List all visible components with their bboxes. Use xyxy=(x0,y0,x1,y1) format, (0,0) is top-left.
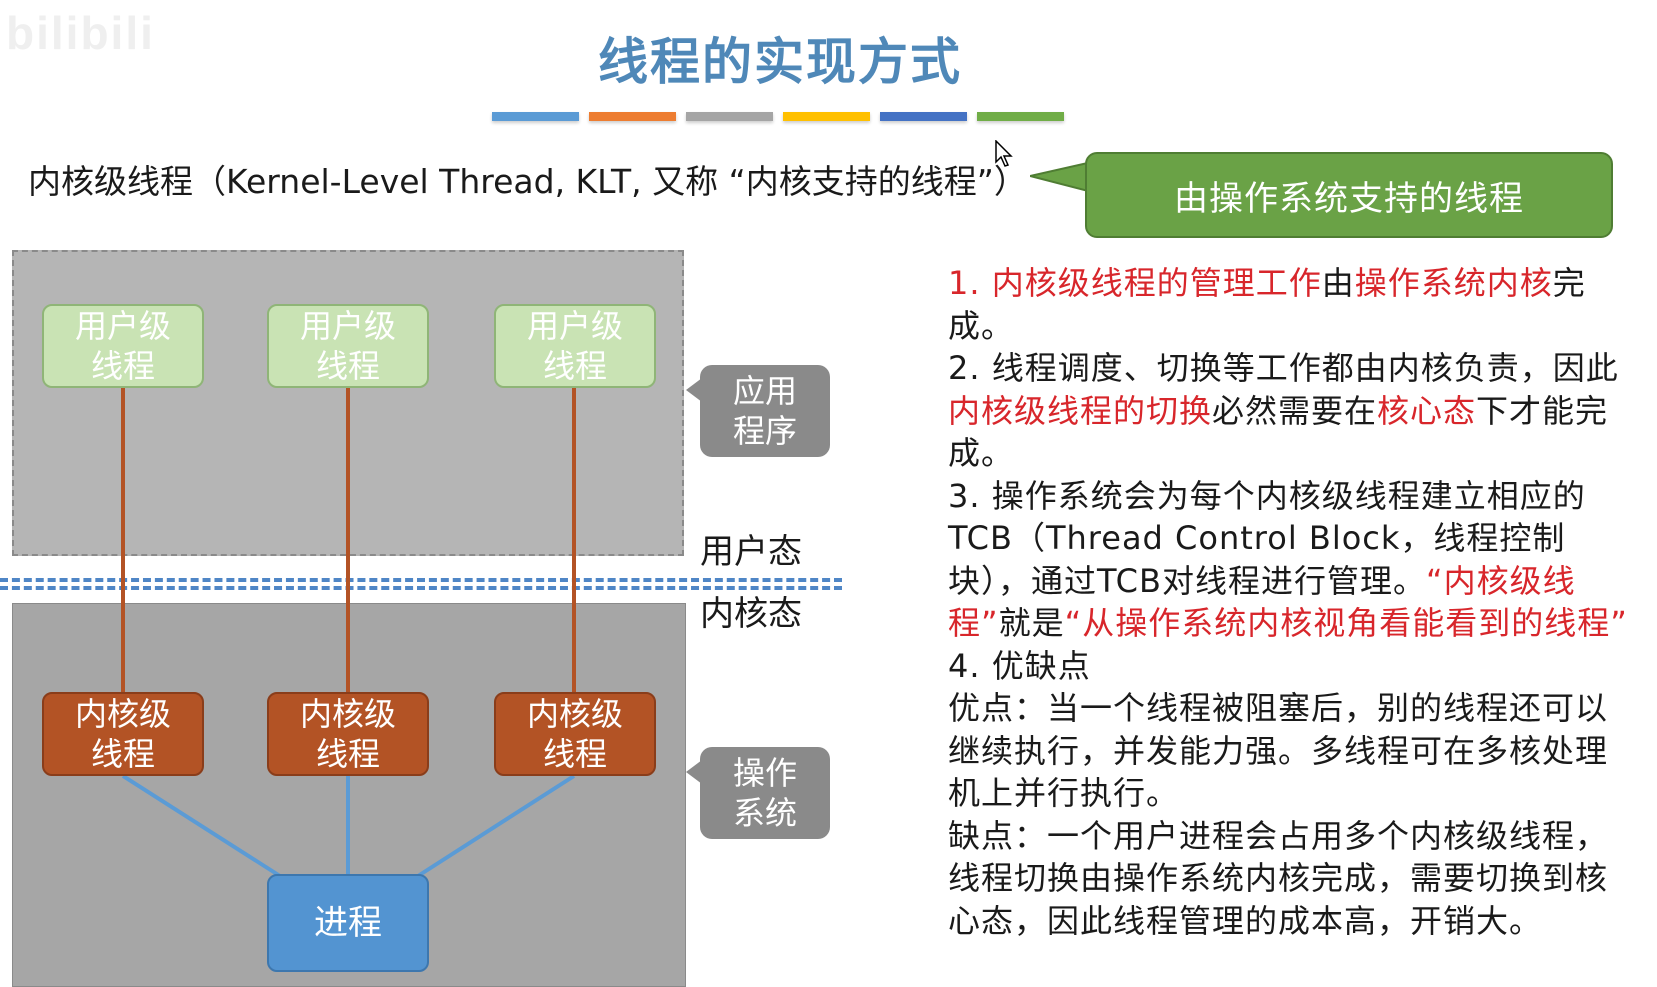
note-4: 4. 优缺点 xyxy=(948,646,1091,685)
kernel-thread-3-line2: 线程 xyxy=(542,735,607,773)
note-1: 1. 内核级线程的管理工作由操作系统内核完成。 xyxy=(948,262,1638,347)
note-disadvantages: 缺点：一个用户进程会占用多个内核级线程，线程切换由操作系统内核完成，需要切换到核… xyxy=(948,816,1609,940)
process-label: 进程 xyxy=(314,903,382,943)
note-2-text-1: 2. 线程调度、切换等工作都由内核负责，因此 xyxy=(948,349,1619,387)
kernel-thread-1-line1: 内核级 xyxy=(74,695,171,733)
diagram-links xyxy=(121,388,576,878)
callout-text: 由操作系统支持的线程 xyxy=(1174,178,1524,219)
user-thread-3-line2: 线程 xyxy=(542,347,607,385)
user-thread-2-line1: 用户级 xyxy=(299,307,396,345)
accent-bar-3 xyxy=(686,112,773,121)
callout-box: 由操作系统支持的线程 xyxy=(1085,152,1613,238)
user-thread-2-line2: 线程 xyxy=(315,347,380,385)
note-1-text-1: 由 xyxy=(1321,264,1355,302)
os-tag-line1: 操作 xyxy=(732,754,797,792)
user-thread-1-line2: 线程 xyxy=(90,347,155,385)
app-tag-line1: 应用 xyxy=(732,372,797,410)
bilibili-watermark: bilibili xyxy=(6,7,155,59)
mouse-cursor-icon xyxy=(995,140,1013,167)
note-1-highlight-2: 操作系统内核 xyxy=(1354,264,1553,302)
accent-bars xyxy=(492,112,1064,121)
os-tag-line2: 系统 xyxy=(732,794,797,832)
os-tag: 操作 系统 xyxy=(700,747,830,839)
note-1-highlight-1: 内核级线程的管理工作 xyxy=(991,264,1322,302)
kernel-thread-1: 内核级 线程 xyxy=(42,692,204,776)
note-2-text-3: 下才能完成。 xyxy=(948,391,1609,473)
app-tag-pointer xyxy=(686,378,702,402)
note-3-highlight-2: “从操作系统内核视角看能看到的线程” xyxy=(1064,604,1628,642)
user-mode-label: 用户态 xyxy=(700,532,802,572)
link-process-3 xyxy=(416,774,576,878)
accent-bar-5 xyxy=(880,112,967,121)
kernel-thread-1-line2: 线程 xyxy=(90,735,155,773)
note-2-text-2: 必然需要在 xyxy=(1212,391,1378,430)
klt-definition: 内核级线程（Kernel-Level Thread, KLT, 又称 “内核支持… xyxy=(28,162,1027,201)
user-thread-3: 用户级 线程 xyxy=(494,304,656,388)
note-2: 2. 线程调度、切换等工作都由内核负责，因此内核级线程的切换必然需要在核心态下才… xyxy=(948,347,1638,475)
note-1-text-2: 完成。 xyxy=(948,264,1586,345)
app-tag: 应用 程序 xyxy=(700,365,830,457)
user-thread-2: 用户级 线程 xyxy=(267,304,429,388)
note-3-highlight-1: “内核级线程” xyxy=(948,561,1576,643)
kernel-mode-label: 内核态 xyxy=(700,594,802,634)
notes-panel: 1. 内核级线程的管理工作由操作系统内核完成。 2. 线程调度、切换等工作都由内… xyxy=(948,262,1638,942)
kernel-thread-3-line1: 内核级 xyxy=(526,695,623,733)
process-node: 进程 xyxy=(267,874,429,972)
kernel-thread-2-line2: 线程 xyxy=(315,735,380,773)
app-tag-line2: 程序 xyxy=(732,412,797,450)
link-process-1 xyxy=(121,774,282,878)
kernel-thread-2-line1: 内核级 xyxy=(299,695,396,733)
note-3: 3. 操作系统会为每个内核级线程建立相应的TCB（Thread Control … xyxy=(948,475,1638,645)
note-2-highlight-2: 核心态 xyxy=(1377,391,1477,430)
note-1-num: 1. xyxy=(948,264,992,302)
note-3-text-1: 3. 操作系统会为每个内核级线程建立相应的TCB（Thread Control … xyxy=(948,476,1586,600)
user-thread-1: 用户级 线程 xyxy=(42,304,204,388)
note-3-text-2: 就是 xyxy=(998,604,1065,642)
user-thread-3-line1: 用户级 xyxy=(526,307,623,345)
accent-bar-6 xyxy=(977,112,1064,121)
note-2-highlight-1: 内核级线程的切换 xyxy=(948,391,1213,430)
user-thread-1-line1: 用户级 xyxy=(74,307,171,345)
kernel-thread-2: 内核级 线程 xyxy=(267,692,429,776)
accent-bar-1 xyxy=(492,112,579,121)
kernel-thread-3: 内核级 线程 xyxy=(494,692,656,776)
accent-bar-2 xyxy=(589,112,676,121)
os-tag-pointer xyxy=(686,760,702,784)
mode-separator xyxy=(0,578,842,590)
slide-title: 线程的实现方式 xyxy=(598,33,962,91)
accent-bar-4 xyxy=(783,112,870,121)
note-advantages: 优点：当一个线程被阻塞后，别的线程还可以继续执行，并发能力强。多线程可在多核处理… xyxy=(948,689,1609,812)
